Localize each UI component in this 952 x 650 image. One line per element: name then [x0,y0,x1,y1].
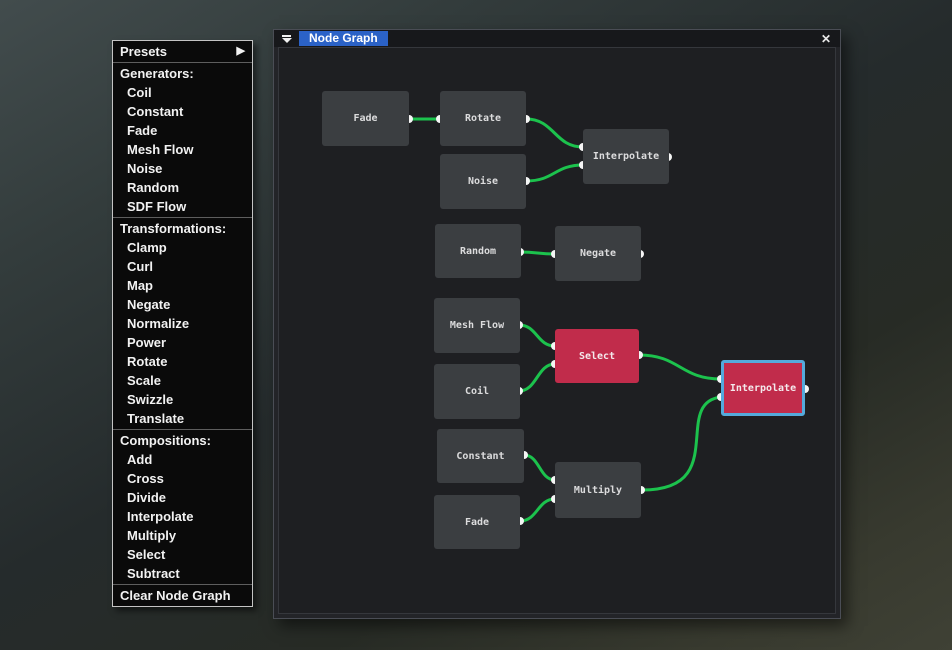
menu-item-normalize[interactable]: Normalize [127,316,190,331]
connection-wire [524,117,585,149]
node-coil[interactable]: Coil [434,364,520,419]
menu-item-map[interactable]: Map [127,278,153,293]
collapse-icon-triangle [281,37,292,43]
node-label: Negate [579,248,617,259]
menu-item-negate[interactable]: Negate [127,297,171,312]
node-rotate[interactable]: Rotate [440,91,526,146]
menu-section-header-transformations: Transformations: [120,221,227,236]
menu-item-fade[interactable]: Fade [127,123,158,138]
clear-node-graph-label: Clear Node Graph [120,588,231,603]
menu-item-multiply[interactable]: Multiply [127,528,177,543]
menu-item-presets[interactable]: Presets ▶ [113,41,252,63]
connection-wire [517,323,557,348]
connection-wire [518,250,557,256]
menu-item-rotate[interactable]: Rotate [127,354,168,369]
collapse-icon-bar [282,34,291,37]
window-titlebar: Node Graph ✕ [274,30,840,47]
menu-item-sdf-flow[interactable]: SDF Flow [127,199,187,214]
menu-item-clear-node-graph[interactable]: Clear Node Graph [113,585,252,606]
presets-label: Presets [120,44,167,59]
menu-section-header-compositions: Compositions: [120,433,211,448]
menu-item-constant[interactable]: Constant [127,104,184,119]
node-label: Multiply [573,484,623,496]
menu-item-subtract[interactable]: Subtract [127,566,180,581]
window-title-tab[interactable]: Node Graph [299,31,388,46]
connection-wire [524,163,585,183]
node-select[interactable]: Select [555,329,639,383]
collapse-icon[interactable] [279,32,294,45]
menu-item-divide[interactable]: Divide [127,490,167,505]
menu-item-interpolate[interactable]: Interpolate [127,509,194,524]
menu-item-swizzle[interactable]: Swizzle [127,392,174,407]
node-label: Rotate [464,113,502,124]
menu-item-clamp[interactable]: Clamp [127,240,167,255]
node-interpolate-2[interactable]: Interpolate [721,360,805,416]
node-negate[interactable]: Negate [555,226,641,281]
connection-wire [639,395,723,492]
node-label: Select [578,350,616,362]
menu-item-select[interactable]: Select [127,547,166,562]
submenu-arrow-icon: ▶ [236,45,245,57]
node-label: Interpolate [729,382,797,394]
connection-wire [518,497,557,523]
menu-item-power[interactable]: Power [127,335,167,350]
node-label: Interpolate [592,151,660,162]
node-multiply[interactable]: Multiply [555,462,641,518]
menu-item-curl[interactable]: Curl [127,259,153,274]
node-label: Mesh Flow [449,320,505,331]
node-label: Fade [464,516,490,528]
node-fade-2[interactable]: Fade [434,495,520,549]
node-label: Coil [464,386,490,397]
node-mesh-flow[interactable]: Mesh Flow [434,298,520,353]
menu-item-noise[interactable]: Noise [127,161,163,176]
node-constant[interactable]: Constant [437,429,524,483]
menu-item-coil[interactable]: Coil [127,85,152,100]
menu-item-cross[interactable]: Cross [127,471,164,486]
node-fade-1[interactable]: Fade [322,91,409,146]
menu-item-add[interactable]: Add [127,452,153,467]
node-label: Random [459,245,497,257]
node-label: Constant [456,450,505,462]
node-label: Noise [467,176,499,187]
menu-section-header-generators: Generators: [120,66,194,81]
connection-wire [517,362,557,393]
node-random[interactable]: Random [435,224,521,278]
menu-item-scale[interactable]: Scale [127,373,161,388]
close-icon[interactable]: ✕ [820,31,831,46]
node-label: Fade [353,113,378,124]
menu-item-mesh-flow[interactable]: Mesh Flow [127,142,194,157]
node-interpolate-1[interactable]: Interpolate [583,129,669,184]
connection-wire [637,353,723,381]
connection-wire [522,453,557,482]
menu-item-random[interactable]: Random [127,180,179,195]
menu-item-translate[interactable]: Translate [127,411,185,426]
node-noise[interactable]: Noise [440,154,526,209]
